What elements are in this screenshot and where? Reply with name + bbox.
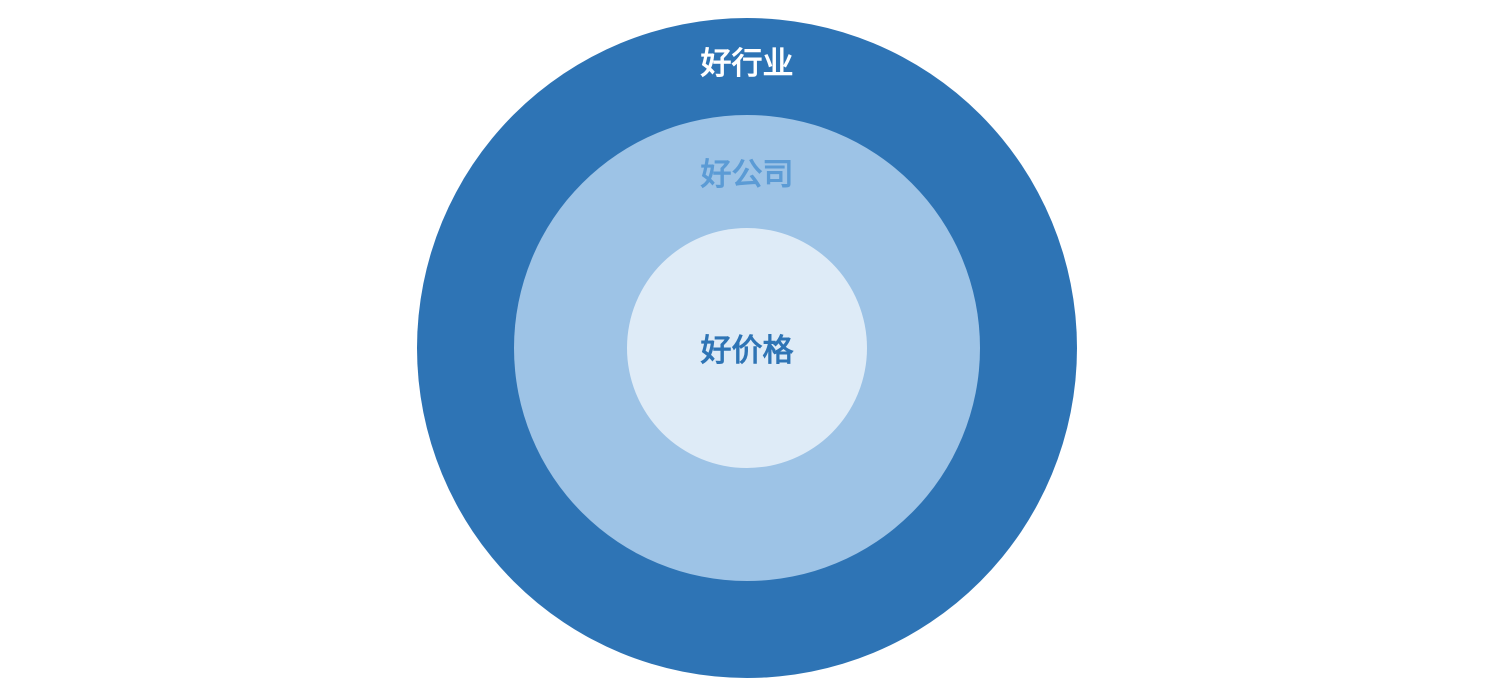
inner-circle-good-price [627, 228, 867, 468]
outer-circle-label: 好行业 [700, 46, 794, 82]
middle-circle-label: 好公司 [700, 157, 794, 193]
inner-circle-label: 好价格 [700, 333, 794, 369]
